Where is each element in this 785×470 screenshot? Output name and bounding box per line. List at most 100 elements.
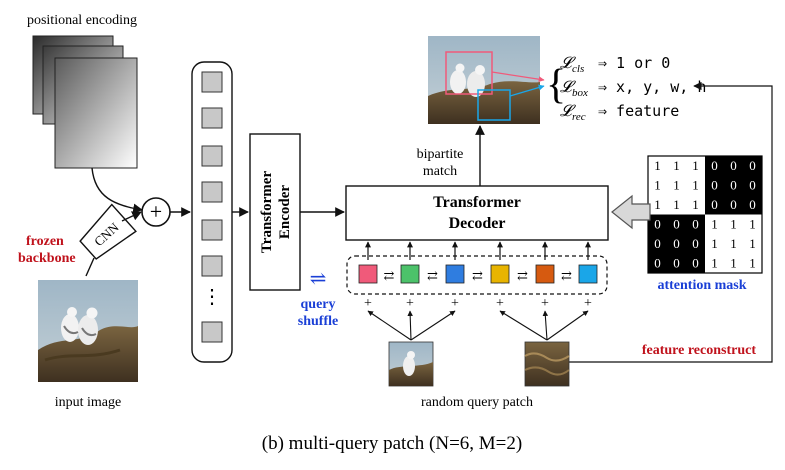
mask-value: 0 <box>692 217 699 232</box>
frozen-label-2: backbone <box>18 251 76 266</box>
loss-cls-target: ⇒ 1 or 0 <box>598 54 670 72</box>
query-token <box>445 264 465 284</box>
query-token <box>578 264 598 284</box>
mask-value: 0 <box>711 178 718 193</box>
mask-cell <box>667 156 686 176</box>
pe-arrow <box>91 167 143 214</box>
mask-value: 0 <box>730 197 737 212</box>
patch-to-query-arrow <box>542 310 549 341</box>
mask-cell <box>724 156 743 176</box>
add-symbol: + <box>150 199 162 224</box>
loss-box-target: ⇒ x, y, w, h <box>598 78 706 96</box>
pe-layer-3 <box>54 57 138 169</box>
transformer-decoder <box>345 185 609 241</box>
query-token <box>490 264 510 284</box>
bipartite-label-2: match <box>423 164 457 179</box>
mask-cell <box>743 156 762 176</box>
query-token <box>358 264 378 284</box>
mask-cell <box>705 214 724 234</box>
patch-to-query-arrow <box>499 310 548 341</box>
loss-box-subscript: box <box>572 87 588 99</box>
mask-cell <box>743 253 762 273</box>
mask-cell <box>743 234 762 254</box>
query-shuffle-label-2: shuffle <box>298 314 338 329</box>
mask-value: 1 <box>749 256 756 271</box>
output-image <box>428 36 540 124</box>
patch-to-query-arrow <box>367 310 412 341</box>
mask-cell <box>686 195 705 215</box>
swap-arrow: ⇄ <box>472 268 483 283</box>
feature-reconstruct-label: feature reconstruct <box>642 343 756 358</box>
query-patch-1 <box>388 341 434 387</box>
mask-value: 0 <box>673 236 680 251</box>
mask-value: 1 <box>692 197 699 212</box>
mask-value: 0 <box>749 158 756 173</box>
mask-value: 1 <box>692 158 699 173</box>
patch-to-query-arrow <box>407 310 413 341</box>
swap-arrow: ⇄ <box>384 268 395 283</box>
mask-value: 1 <box>673 197 680 212</box>
mask-value: 0 <box>673 256 680 271</box>
query-plus: + <box>406 296 414 311</box>
sequence-token <box>201 107 223 129</box>
mask-cell <box>667 175 686 195</box>
mask-value: 0 <box>730 158 737 173</box>
loss-rec-subscript: rec <box>572 111 586 123</box>
mask-cell <box>724 175 743 195</box>
mask-value: 1 <box>654 178 661 193</box>
mask-value: 0 <box>654 256 661 271</box>
query-plus: + <box>451 296 459 311</box>
reconstruct-box <box>477 89 511 121</box>
mask-cell <box>686 156 705 176</box>
mask-cell <box>667 214 686 234</box>
svg-text:Transformer: Transformer <box>259 171 275 254</box>
sequence-token <box>201 181 223 203</box>
query-patch-2 <box>524 341 570 387</box>
patch-to-query-arrow <box>410 310 456 341</box>
figure-caption: (b) multi-query patch (N=6, M=2) <box>262 433 522 454</box>
cls-box <box>445 51 493 95</box>
attention-mask-label: attention mask <box>657 278 746 293</box>
mask-cell <box>686 253 705 273</box>
mask-cell <box>705 195 724 215</box>
mask-value: 1 <box>730 236 737 251</box>
mask-value: 0 <box>711 158 718 173</box>
swap-arrow: ⇄ <box>561 268 572 283</box>
sequence-token <box>201 145 223 167</box>
mask-value: 1 <box>654 197 661 212</box>
cnn-block: CNN <box>79 203 137 260</box>
svg-text:Encoder: Encoder <box>277 185 293 240</box>
mask-value: 0 <box>673 217 680 232</box>
loss-rec-target: ⇒ feature <box>598 102 679 120</box>
mask-cell <box>724 253 743 273</box>
mask-value: 1 <box>673 178 680 193</box>
mask-cell <box>648 253 667 273</box>
random-query-patch-label: random query patch <box>421 395 533 410</box>
shuffle-icon: ⇌ <box>310 268 327 290</box>
query-plus: + <box>364 296 372 311</box>
mask-cell <box>667 253 686 273</box>
query-group <box>346 255 608 295</box>
loss-cls-subscript: cls <box>572 63 584 75</box>
mask-cell <box>648 195 667 215</box>
mask-cell <box>686 214 705 234</box>
mask-cell <box>686 175 705 195</box>
mask-cell <box>705 253 724 273</box>
mask-value: 1 <box>692 178 699 193</box>
mask-value: 1 <box>711 256 718 271</box>
patch-fan-arrows <box>367 310 589 341</box>
sequence-token <box>201 321 223 343</box>
mask-value: 0 <box>711 197 718 212</box>
mask-cell <box>705 175 724 195</box>
input-image <box>38 280 138 382</box>
frozen-label-1: frozen <box>26 234 64 249</box>
feature-sequence <box>191 61 233 363</box>
mask-to-decoder-arrow <box>611 194 651 230</box>
decoder-label-1: Transformer <box>433 194 521 211</box>
mask-cell <box>648 234 667 254</box>
decoder-label-2: Decoder <box>449 215 506 232</box>
mask-value: 0 <box>654 217 661 232</box>
mask-cell <box>743 195 762 215</box>
